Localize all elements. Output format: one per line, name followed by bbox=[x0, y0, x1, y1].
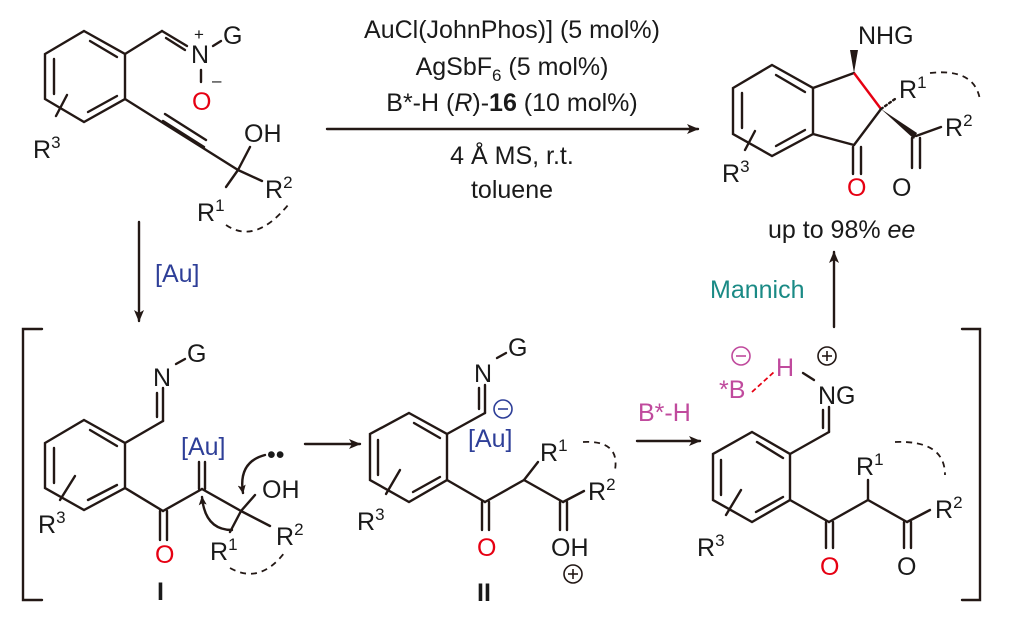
ketone-oxygen-red: O bbox=[820, 553, 839, 581]
condition-solvent: toluene bbox=[471, 176, 553, 204]
condition-catalyst: AuCl(JohnPhos)] (5 mol%) bbox=[364, 16, 660, 44]
r2-label: R2 bbox=[265, 173, 293, 204]
negative-charge-icon bbox=[731, 346, 751, 366]
bond bbox=[123, 29, 164, 56]
electron-push-arrow bbox=[237, 453, 267, 495]
hydrogen-bond-dash bbox=[751, 371, 775, 393]
imine-nitrogen: N bbox=[474, 360, 492, 388]
iminium-label: NG bbox=[818, 382, 856, 410]
condition-chiral-acid: B*-H (R)-16 (10 mol%) bbox=[386, 89, 637, 117]
starting-material: N + G – O OH R2 R1 R3 bbox=[33, 22, 293, 233]
acyl-oxygen: O bbox=[892, 174, 911, 202]
positive-charge-icon bbox=[817, 346, 837, 366]
ee-result: up to 98% ee bbox=[768, 216, 915, 244]
bond bbox=[164, 36, 187, 52]
r1-label: R1 bbox=[540, 436, 568, 467]
intermediate-iii: NG H *B O R1 O R2 R3 bbox=[697, 346, 963, 581]
ring-closure-dash bbox=[582, 441, 617, 471]
ring-closure-dash bbox=[229, 551, 286, 575]
oxonium-label: OH bbox=[551, 534, 589, 562]
plus-charge: + bbox=[194, 25, 204, 44]
oxygen-label-red: O bbox=[192, 88, 211, 116]
hydroxyl-label: OH bbox=[262, 476, 300, 504]
borate-label: *B bbox=[719, 376, 745, 404]
ketone-oxygen-red: O bbox=[847, 174, 866, 202]
ring-closure-dash bbox=[225, 204, 289, 233]
lone-pair-dots: •• bbox=[267, 441, 285, 469]
r1-label: R1 bbox=[210, 535, 238, 566]
left-bracket bbox=[21, 327, 44, 602]
gold-carbene-label: [Au] bbox=[181, 433, 225, 461]
ketone-oxygen-red: O bbox=[155, 541, 174, 569]
gold-label: [Au] bbox=[468, 425, 512, 453]
negative-charge-icon bbox=[493, 399, 513, 419]
r1-label: R1 bbox=[899, 73, 927, 104]
nhg-label: NHG bbox=[858, 22, 914, 50]
benzene-ring bbox=[43, 29, 127, 124]
ring-closure-dash bbox=[894, 441, 946, 476]
intermediate-label-ii: II bbox=[477, 579, 491, 607]
ketone-oxygen-red: O bbox=[477, 534, 496, 562]
r3-label: R3 bbox=[33, 133, 61, 164]
reaction-conditions: AuCl(JohnPhos)] (5 mol%) AgSbF6 (5 mol%)… bbox=[325, 16, 700, 204]
r2-label: R2 bbox=[935, 493, 963, 524]
r2-label: R2 bbox=[276, 520, 304, 551]
wedge-bond bbox=[881, 109, 917, 139]
r1-label: R1 bbox=[197, 196, 225, 227]
r3-label: R3 bbox=[722, 157, 750, 188]
electron-push-arrow bbox=[198, 495, 234, 532]
condition-sieves: 4 Å MS, r.t. bbox=[450, 140, 574, 170]
condition-silver-salt: AgSbF6 (5 mol%) bbox=[416, 53, 609, 85]
nitrogen-label: N bbox=[191, 41, 209, 69]
ring-closure-dash bbox=[929, 71, 981, 101]
intermediate-label-i: I bbox=[157, 578, 164, 606]
r3-label: R3 bbox=[697, 531, 725, 562]
hydrogen-label: H bbox=[776, 354, 794, 382]
acyl-oxygen: O bbox=[897, 553, 916, 581]
r3-label: R3 bbox=[38, 508, 66, 539]
product: O NHG R1 R2 O R3 up to 98% ee bbox=[722, 22, 981, 244]
chiral-acid-label: B*-H bbox=[638, 399, 691, 427]
imine-nitrogen: N bbox=[153, 364, 171, 392]
r3-label: R3 bbox=[357, 505, 385, 536]
right-bracket bbox=[960, 327, 982, 602]
r2-label: R2 bbox=[945, 111, 973, 142]
hydroxyl-label: OH bbox=[244, 120, 282, 148]
mannich-label: Mannich bbox=[710, 276, 805, 304]
g-label: G bbox=[508, 334, 527, 362]
positive-charge-icon bbox=[563, 564, 583, 584]
intermediate-ii: N G [Au] O R1 OH R2 R3 II bbox=[357, 334, 617, 607]
r1-label: R1 bbox=[856, 450, 884, 481]
g-label: G bbox=[187, 340, 206, 368]
gold-catalyst-label: [Au] bbox=[155, 260, 199, 288]
new-cc-bond bbox=[853, 72, 882, 110]
minus-charge: – bbox=[212, 71, 222, 90]
intermediate-i: N G O [Au] OH •• R2 R1 R3 I bbox=[38, 340, 304, 606]
bond bbox=[160, 29, 189, 48]
wedge-bond bbox=[850, 50, 858, 73]
r2-label: R2 bbox=[588, 475, 616, 506]
g-label: G bbox=[223, 22, 242, 50]
